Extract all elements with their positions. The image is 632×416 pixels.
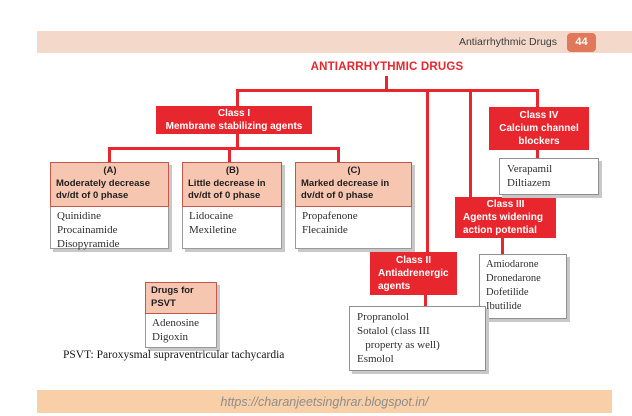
subgroup-a-drugs: Quinidine Procainamide Disopyramide: [51, 207, 168, 254]
subgroup-b-drugs: Lidocaine Mexiletine: [183, 207, 281, 249]
drug-name: Flecainide: [302, 223, 348, 236]
psvt-drugs: Adenosine Digoxin: [146, 314, 216, 347]
page-title: ANTIARRHYTHMIC DRUGS: [310, 61, 464, 73]
class4-subtitle-1: Calcium channel: [499, 123, 579, 134]
psvt-footnote: PSVT: Paroxysmal supraventricular tachyc…: [63, 349, 285, 361]
subgroup-c-header: (C) Marked decrease in dv/dt of 0 phase: [295, 162, 412, 207]
connector-drop-c: [337, 147, 340, 163]
connector-drop-b: [228, 147, 231, 163]
footer-bar: https://charanjeetsinghrar.blogspot.in/: [37, 390, 612, 413]
connector-class1-feeder: [236, 133, 239, 149]
class3-subtitle-2: action potential: [463, 225, 537, 236]
connector-drop-class3: [469, 89, 472, 198]
subgroup-c-desc-2: dv/dt of 0 phase: [301, 190, 374, 201]
class4-box: Class IV Calcium channel blockers: [489, 107, 589, 150]
drug-name: Procainamide: [57, 223, 118, 236]
connector-drop-class4: [536, 89, 539, 108]
psvt-header-line-1: Drugs for: [151, 285, 194, 296]
class4-drug-list: Verapamil Diltiazem: [499, 158, 599, 195]
connector-class4-drugs: [536, 148, 539, 160]
drug-name: Ibutilide: [486, 301, 522, 312]
subgroup-a-tag: (A): [103, 165, 117, 176]
class1-box: Class I Membrane stabilizing agents: [156, 106, 312, 134]
drug-name: Propranolol: [357, 311, 409, 323]
subgroup-b-box: (B) Little decrease in dv/dt of 0 phase …: [182, 162, 282, 249]
drug-name: Digoxin: [152, 331, 189, 343]
drug-name: Adenosine: [152, 317, 200, 329]
subgroup-c-box: (C) Marked decrease in dv/dt of 0 phase …: [295, 162, 412, 249]
page-number-badge: 44: [567, 32, 596, 52]
drug-name: Esmolol: [357, 353, 394, 365]
class2-box: Class II Antiadrenergic agents: [370, 252, 457, 295]
subgroup-c-desc-1: Marked decrease in: [301, 177, 390, 189]
footer-url: https://charanjeetsinghrar.blogspot.in/: [220, 394, 429, 409]
class4-subtitle-2: blockers: [518, 136, 560, 147]
drug-name: Sotalol (class III: [357, 325, 430, 337]
drug-name: property as well): [357, 339, 440, 351]
header-title: Antiarrhythmic Drugs: [458, 36, 557, 48]
class2-subtitle-1: Antiadrenergic: [378, 268, 449, 279]
class3-box: Class III Agents widening action potenti…: [455, 197, 556, 238]
class3-title: Class III: [486, 199, 525, 210]
psvt-box: Drugs for PSVT Adenosine Digoxin: [145, 282, 217, 348]
connector-class3-drugs: [501, 236, 504, 256]
connector-class2-drugs: [424, 293, 427, 308]
subgroup-a-header: (A) Moderately decrease dv/dt of 0 phase: [50, 162, 169, 207]
drug-name: Lidocaine: [189, 209, 233, 222]
class1-subtitle: Membrane stabilizing agents: [165, 121, 303, 132]
header-bar: Antiarrhythmic Drugs 44: [37, 31, 632, 53]
connector-drop-class1: [236, 89, 239, 107]
psvt-header-line-2: PSVT: [151, 297, 176, 309]
subgroup-b-desc-2: dv/dt of 0 phase: [188, 190, 261, 201]
subgroup-a-box: (A) Moderately decrease dv/dt of 0 phase…: [50, 162, 169, 250]
drug-name: Mexiletine: [189, 223, 237, 236]
class2-title: Class II: [395, 255, 432, 266]
class1-title: Class I: [217, 108, 251, 119]
class3-subtitle-1: Agents widening: [463, 212, 543, 223]
subgroup-a-desc-1: Moderately decrease: [56, 177, 150, 189]
class2-subtitle-2: agents: [378, 281, 411, 292]
drug-name: Diltiazem: [507, 177, 551, 189]
connector-title-feeder: [385, 76, 388, 90]
class2-drug-list: Propranolol Sotalol (class III property …: [349, 306, 486, 371]
subgroup-c-tag: (C): [347, 165, 361, 176]
subgroup-b-desc-1: Little decrease in: [188, 177, 266, 189]
drug-name: Quinidine: [57, 209, 101, 222]
class3-drug-list: Amiodarone Dronedarone Dofetilide Ibutil…: [479, 254, 567, 319]
drug-name: Amiodarone: [486, 259, 539, 270]
drug-name: Disopyramide: [57, 237, 120, 250]
subgroup-b-tag: (B): [225, 165, 240, 176]
subgroup-a-desc-2: dv/dt of 0 phase: [56, 190, 129, 201]
class4-title: Class IV: [519, 110, 559, 121]
subgroup-c-drugs: Propafenone Flecainide: [296, 207, 411, 249]
drug-name: Verapamil: [507, 163, 553, 175]
drug-name: Propafenone: [302, 209, 358, 222]
connector-main-bus: [236, 89, 539, 92]
connector-drop-class2: [426, 89, 429, 253]
psvt-header: Drugs for PSVT: [145, 282, 217, 314]
drug-name: Dronedarone: [486, 273, 541, 284]
connector-drop-a: [108, 147, 111, 163]
subgroup-b-header: (B) Little decrease in dv/dt of 0 phase: [182, 162, 282, 207]
drug-name: Dofetilide: [486, 287, 529, 298]
connector-abc-branch: [108, 147, 340, 150]
